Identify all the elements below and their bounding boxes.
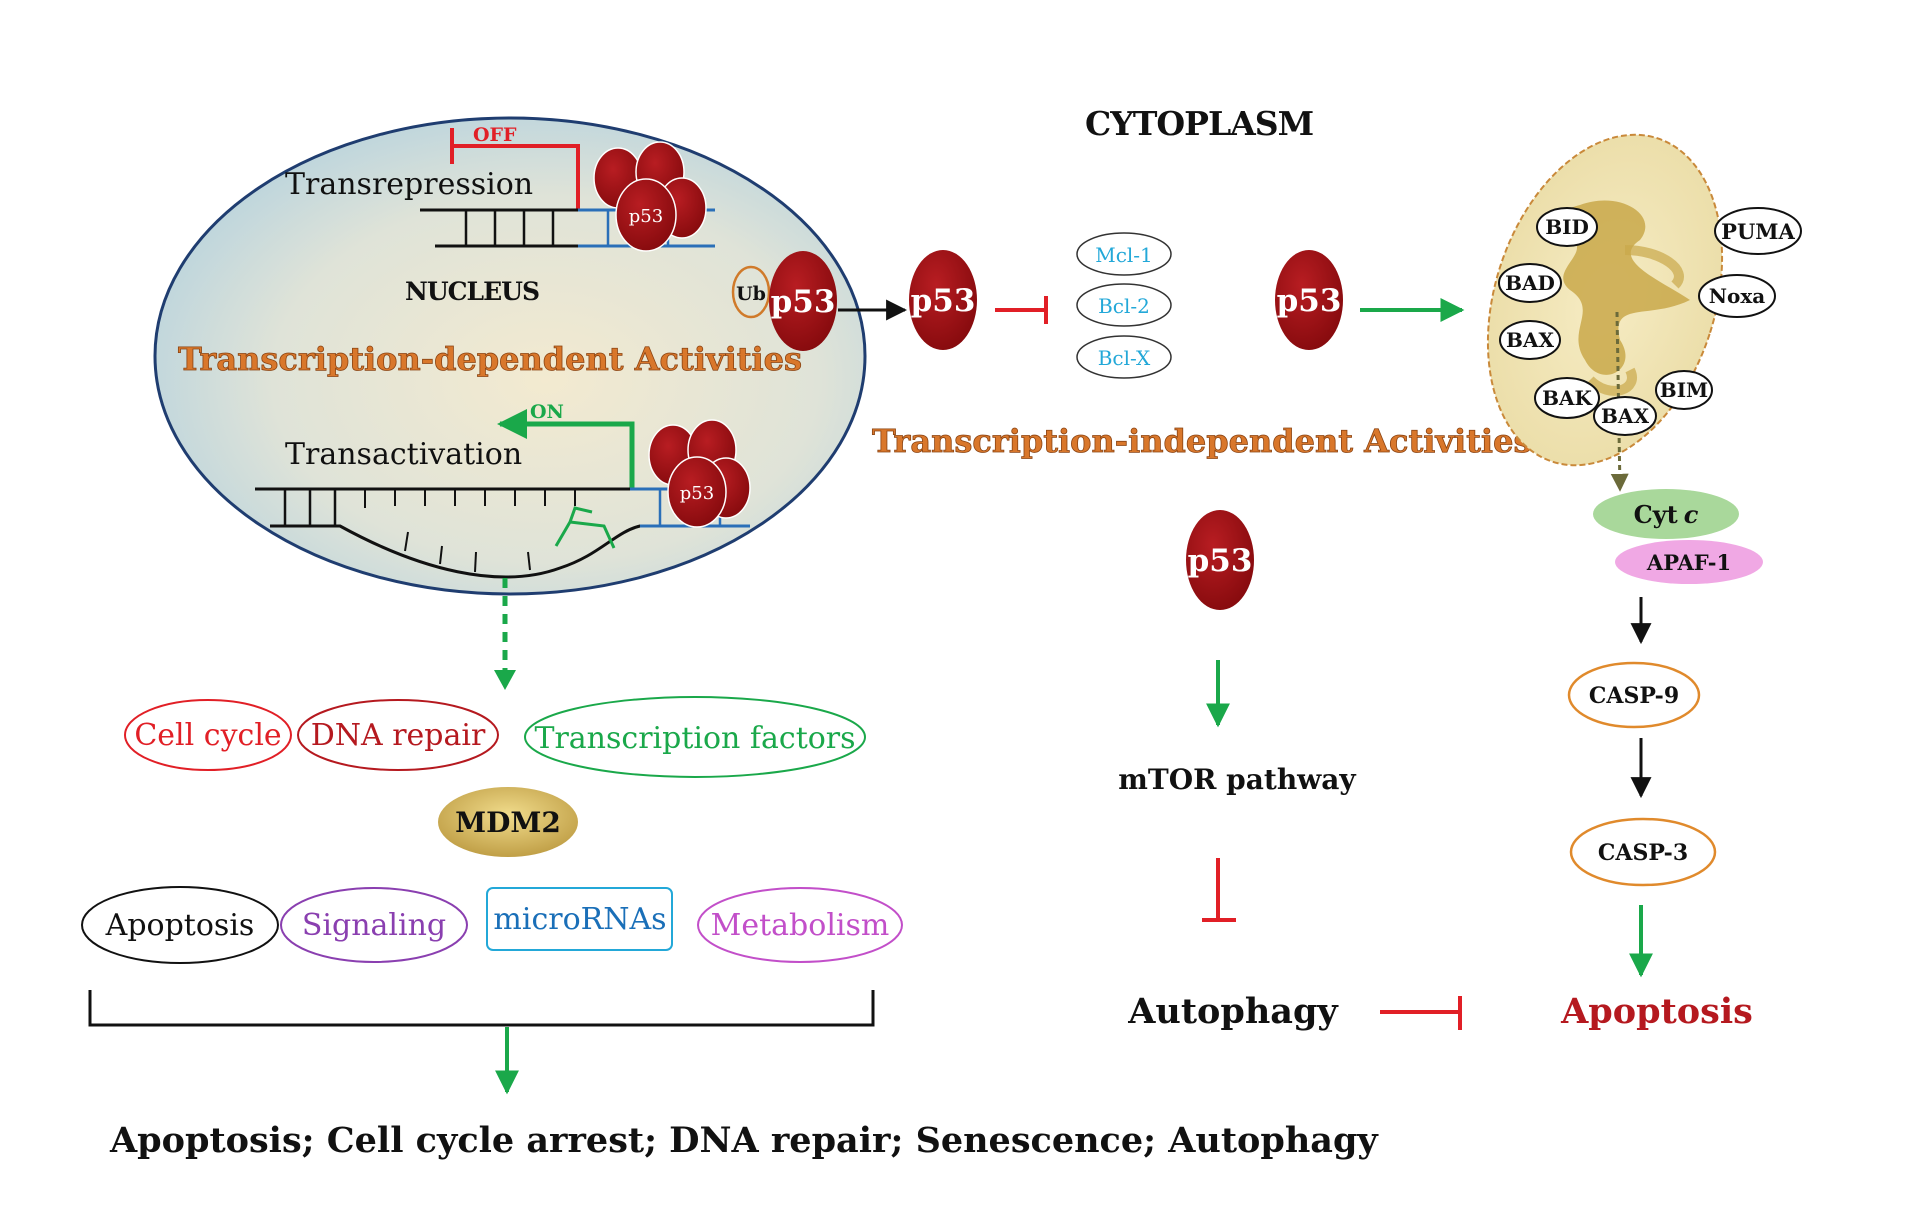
target-signaling-label: Signaling xyxy=(302,908,446,943)
cytoplasm-region: CYTOPLASM p53 Mcl-1 Bcl-2 Bcl-X p53 Tran… xyxy=(838,104,1802,1032)
nucleus-output-arrowhead xyxy=(494,670,516,690)
target-transcription-factors-label: Transcription factors xyxy=(534,721,855,756)
mito-bax-1-label: BAX xyxy=(1506,328,1554,352)
transactivation-label: Transactivation xyxy=(285,437,522,472)
target-mdm2-label: MDM2 xyxy=(455,806,561,839)
mito-noxa xyxy=(1698,274,1776,318)
cytc-label-main: Cyt xyxy=(1634,500,1678,529)
transrepression-label: Transrepression xyxy=(285,167,533,202)
target-genes: Cell cycle DNA repair Transcription fact… xyxy=(81,696,1379,1161)
mito-bim-label: BIM xyxy=(1660,378,1708,402)
bcl-mcl1 xyxy=(1076,232,1172,276)
p53-cytoplasmic-1-label: p53 xyxy=(911,283,976,319)
target-apoptosis xyxy=(81,886,279,964)
mito-cytc-release-arrow xyxy=(1610,311,1629,492)
p53-cytoplasmic-2 xyxy=(1275,250,1343,350)
p53-nuclear-label: p53 xyxy=(771,284,836,320)
ub-marker xyxy=(731,265,771,319)
on-activation-arrow xyxy=(497,409,635,488)
target-dna-repair xyxy=(297,699,499,771)
on-label: ON xyxy=(530,401,564,423)
p53-nuclear xyxy=(769,251,837,351)
p53-cytoplasmic-2-label: p53 xyxy=(1277,283,1342,319)
nucleus-region: OFF Transrepression p53 NUCLEUS xyxy=(153,116,867,596)
bcl-mcl1-label: Mcl-1 xyxy=(1095,243,1153,267)
casp9-node xyxy=(1567,661,1701,729)
casp9-label: CASP-9 xyxy=(1589,683,1679,709)
cytc-complex xyxy=(1593,489,1739,539)
p53-cytoplasmic-3 xyxy=(1186,510,1254,610)
target-apoptosis-label: Apoptosis xyxy=(105,908,255,943)
mito-bax-1 xyxy=(1499,320,1561,360)
dependent-activities-title: Transcription-dependent Activities xyxy=(178,340,802,378)
bcl-bcl2-label: Bcl-2 xyxy=(1098,294,1150,318)
target-micrornas xyxy=(486,887,673,951)
mito-bax-2-label: BAX xyxy=(1601,404,1649,428)
cytoplasm-apoptosis-label: Apoptosis xyxy=(1560,991,1753,1032)
p53-cytoplasmic-3-label: p53 xyxy=(1188,543,1253,579)
target-dna-repair-label: DNA repair xyxy=(311,718,486,753)
p53-tetramer-bottom: p53 xyxy=(648,419,751,528)
target-transcription-factors xyxy=(524,696,866,778)
mito-bad xyxy=(1498,263,1562,303)
mito-puma-label: PUMA xyxy=(1721,219,1795,244)
casp3-label: CASP-3 xyxy=(1598,840,1688,866)
mito-noxa-label: Noxa xyxy=(1709,284,1766,308)
casp3-node xyxy=(1569,817,1717,887)
mito-bim xyxy=(1655,370,1713,410)
target-metabolism xyxy=(697,887,903,963)
target-signaling xyxy=(280,887,468,963)
mito-bax-2 xyxy=(1593,396,1657,436)
nucleus-label: NUCLEUS xyxy=(405,277,539,306)
mito-bad-label: BAD xyxy=(1505,271,1555,295)
apaf-complex xyxy=(1615,540,1763,584)
independent-activities-title: Transcription-independent Activities xyxy=(872,422,1531,460)
mito-bid xyxy=(1536,207,1598,247)
target-cell-cycle-label: Cell cycle xyxy=(134,718,281,753)
p53-tetramer-top: p53 xyxy=(593,141,707,252)
target-micrornas-label: microRNAs xyxy=(493,902,666,937)
p53-tetramer-top-label: p53 xyxy=(629,206,663,227)
p53-cytoplasmic-1 xyxy=(909,250,977,350)
off-label: OFF xyxy=(473,124,517,146)
mito-bid-label: BID xyxy=(1545,215,1589,239)
mtor-label: mTOR pathway xyxy=(1118,763,1356,796)
outcome-text: Apoptosis; Cell cycle arrest; DNA repair… xyxy=(109,1120,1379,1161)
p53-tetramer-bottom-label: p53 xyxy=(680,483,714,504)
target-metabolism-label: Metabolism xyxy=(711,908,890,943)
ub-label: Ub xyxy=(736,283,766,305)
targets-bracket xyxy=(88,990,875,1027)
cytoplasm-label: CYTOPLASM xyxy=(1085,104,1313,143)
autophagy-label: Autophagy xyxy=(1127,991,1339,1032)
target-mdm2 xyxy=(438,787,578,857)
bcl-bclx xyxy=(1076,335,1172,379)
apaf-label: APAF-1 xyxy=(1646,550,1731,575)
target-cell-cycle xyxy=(124,699,292,771)
mito-bak-label: BAK xyxy=(1542,386,1592,410)
cytc-label-italic: c xyxy=(1684,500,1699,529)
mito-bak xyxy=(1534,377,1600,419)
bcl-bcl2 xyxy=(1076,283,1172,327)
bcl-bclx-label: Bcl-X xyxy=(1098,346,1151,370)
mito-puma xyxy=(1714,207,1802,255)
